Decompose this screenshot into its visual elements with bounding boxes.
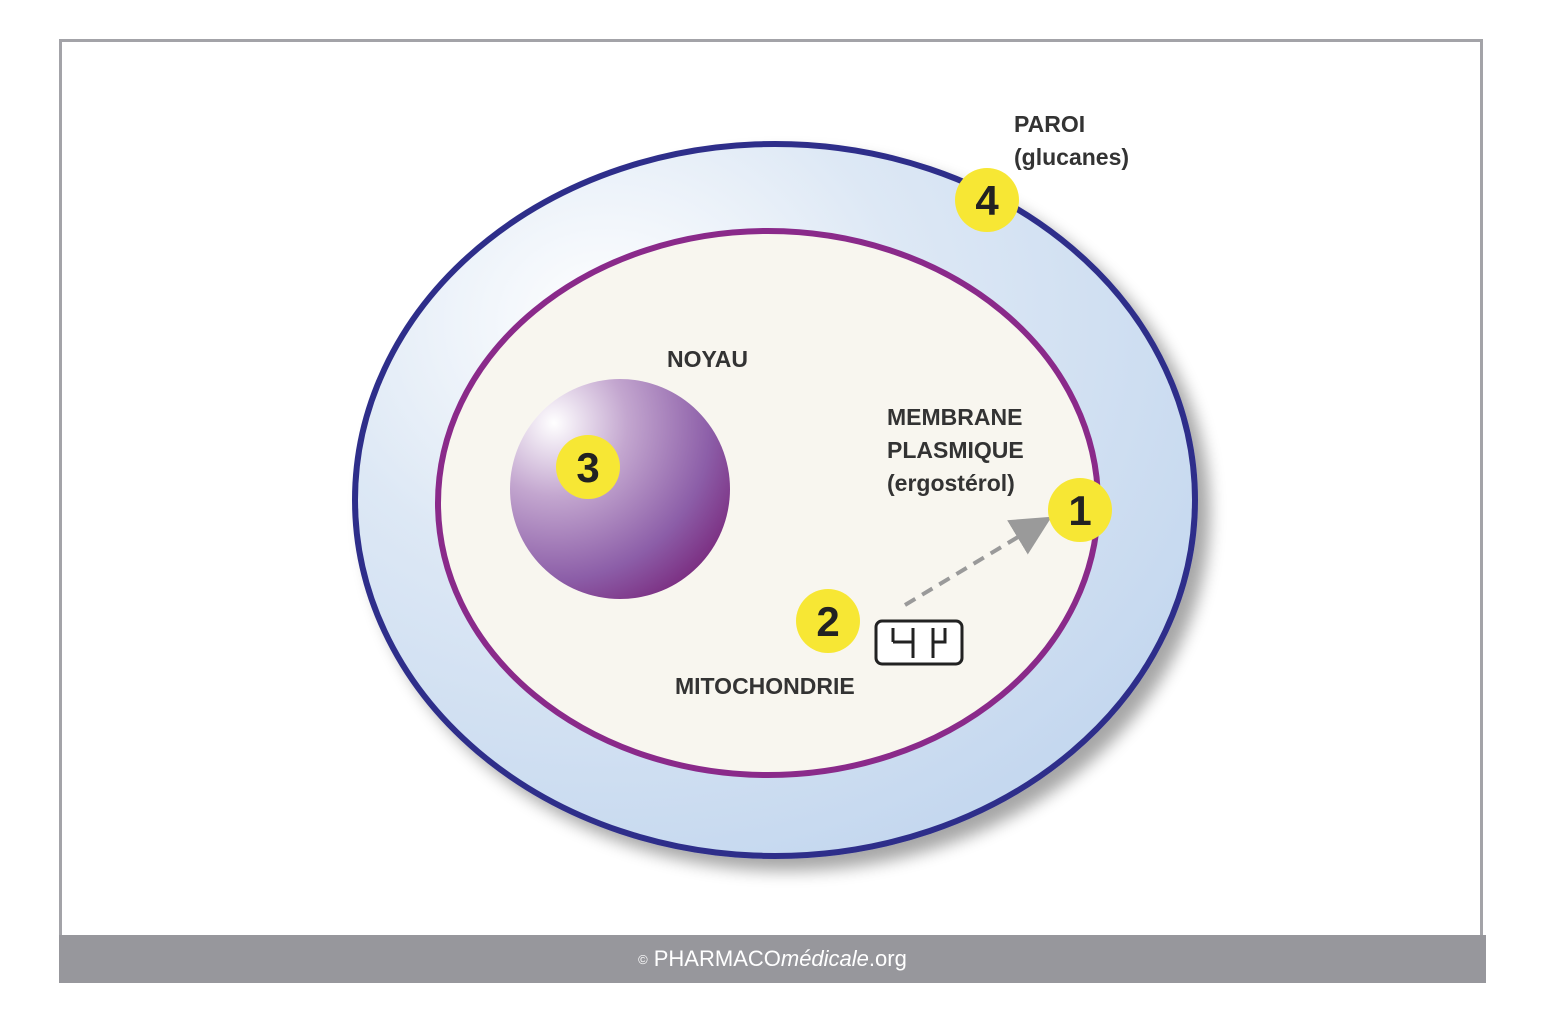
nucleus (510, 379, 730, 599)
badge-4: 4 (955, 168, 1019, 232)
footer-brand-italic: médicale (780, 946, 869, 971)
label-membrane-3: (ergostérol) (887, 470, 1015, 496)
footer-suffix: .org (868, 946, 907, 971)
label-paroi-sub: (glucanes) (1014, 144, 1129, 170)
badge-4-number: 4 (975, 177, 999, 224)
ergosterol-transport-arrow (903, 516, 1052, 607)
badge-1: 1 (1048, 478, 1112, 542)
label-noyau: NOYAU (667, 346, 748, 372)
label-paroi: PAROI (1014, 111, 1085, 137)
label-mitochondrie: MITOCHONDRIE (675, 673, 855, 699)
badge-3: 3 (556, 435, 620, 499)
badge-3-number: 3 (576, 444, 599, 491)
label-membrane-1: MEMBRANE (887, 404, 1022, 430)
label-membrane-2: PLASMIQUE (887, 437, 1024, 463)
footer-credit: © PHARMACO médicale .org (59, 935, 1486, 983)
footer-brand: PHARMACO (653, 946, 781, 971)
copyright-symbol: © (638, 951, 648, 967)
badge-1-number: 1 (1068, 487, 1091, 534)
mitochondria-icon (874, 619, 964, 666)
badge-2: 2 (796, 589, 860, 653)
badge-2-number: 2 (816, 598, 839, 645)
